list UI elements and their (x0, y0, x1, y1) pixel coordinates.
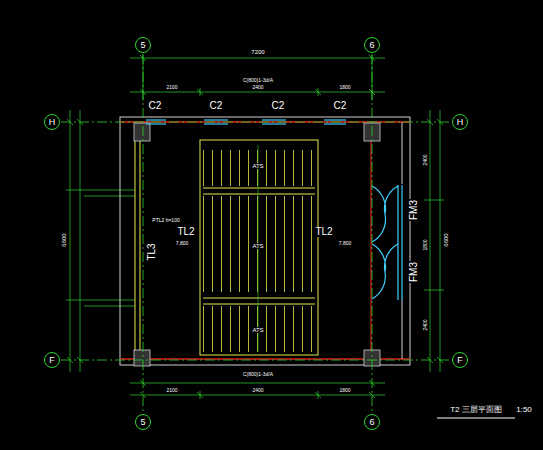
grid-bubble: F (44, 352, 60, 368)
scale: 1:50 (515, 406, 533, 414)
window-tag: C2 (333, 101, 348, 111)
stair-note: ATS (251, 327, 264, 333)
dimension: 2400 (423, 153, 428, 166)
axis-number: F (49, 356, 55, 365)
axis-line (372, 54, 373, 413)
dimension-lines (66, 55, 444, 399)
dimension: 1800 (338, 85, 351, 90)
axis-number: 5 (140, 418, 145, 427)
walls (120, 117, 410, 365)
dimension: 2100 (165, 85, 178, 90)
drawing-title: T2 三层平面图 (449, 406, 503, 414)
dimension: 6600 (443, 232, 449, 247)
stair-note: ATS (251, 163, 264, 169)
dimension: 2400 (251, 85, 264, 90)
grid-bubble: H (44, 114, 60, 130)
elevation: 7.800 (175, 241, 190, 246)
dimension: C(800)1-3d/A (242, 372, 274, 377)
doors (372, 185, 402, 300)
grid-bubble: 6 (364, 414, 380, 430)
beam-tag: TL3 (147, 242, 157, 261)
elevation: 7.800 (338, 241, 353, 246)
axis-number: H (49, 118, 56, 127)
dimension: 1800 (338, 388, 351, 393)
axis-line (61, 122, 451, 123)
axis-line (61, 360, 451, 361)
stair-note: ATS (251, 243, 264, 249)
beam-tag: TL2 (176, 227, 195, 237)
grid-bubble: F (452, 352, 468, 368)
door-tag: FM3 (409, 199, 419, 221)
axis-number: H (457, 118, 464, 127)
window-tag: C2 (148, 101, 163, 111)
grid-bubble: H (452, 114, 468, 130)
axis-number: 5 (140, 41, 145, 50)
beam-note: PTL2 h=100 (151, 218, 180, 223)
axis-number: 6 (369, 418, 374, 427)
beam-tag: TL2 (314, 227, 333, 237)
door-tag: FM3 (409, 261, 419, 283)
window-tag: C2 (271, 101, 286, 111)
axis-line (143, 54, 144, 413)
axis-number: 6 (369, 41, 374, 50)
axis-number: F (457, 356, 463, 365)
dimension: 1800 (423, 238, 428, 251)
grid-bubble: 5 (135, 414, 151, 430)
title-underline (437, 418, 515, 419)
dimension: 2400 (251, 388, 264, 393)
grid-bubble: 5 (135, 37, 151, 53)
stair (200, 140, 318, 355)
dimension: 6600 (61, 232, 67, 247)
dimension: C(800)1-3d/A (242, 78, 274, 83)
columns (134, 123, 380, 366)
grid-bubble: 6 (364, 37, 380, 53)
dimension: 7200 (250, 49, 265, 55)
window-tag: C2 (209, 101, 224, 111)
dimension: 2400 (423, 318, 428, 331)
dimension: 2100 (165, 388, 178, 393)
